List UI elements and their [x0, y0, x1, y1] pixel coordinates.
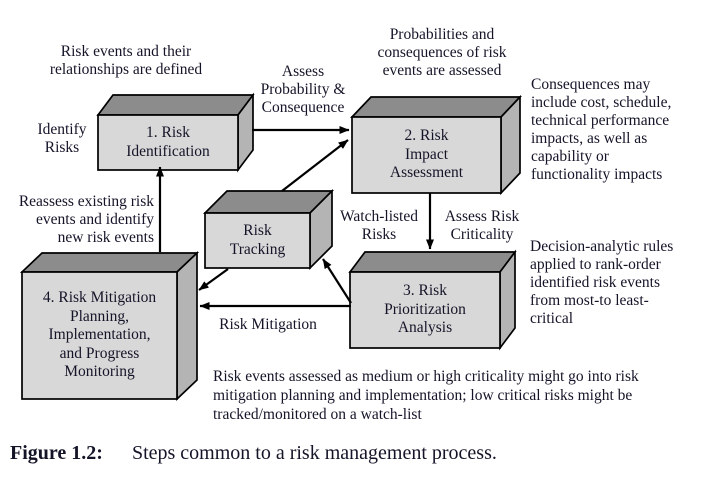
box3-label: 3. Risk Prioritization Analysis: [384, 282, 466, 337]
annotation-events-assessed: Probabilities and consequences of risk e…: [377, 26, 507, 79]
arrow-prioritization-to-tracking: [322, 258, 352, 304]
box1-front-face: [97, 114, 239, 171]
annotation-assess-probability: Assess Probability & Consequence: [260, 63, 346, 116]
box-risk-impact-assessment: [350, 94, 522, 196]
annotation-watch-listed: Watch-listed Risks: [340, 208, 418, 243]
annotation-events-defined: Risk events and their relationships are …: [49, 43, 203, 78]
tracking-front-face: [204, 212, 311, 269]
figure-caption-text: Steps common to a risk management proces…: [131, 442, 497, 464]
box4-side-face: [176, 251, 198, 401]
annotation-identify-risks: Identify Risks: [37, 121, 87, 156]
figure-caption: Figure 1.2: Steps common to a risk manage…: [10, 442, 497, 465]
box3-top-face: [348, 251, 517, 273]
annotation-consequences-note: Consequences may include cost, schedule,…: [531, 76, 672, 183]
box-risk-prioritization: [348, 249, 517, 351]
annotation-reassess: Reassess existing risk events and identi…: [18, 193, 154, 246]
box1-label: 1. Risk Identification: [126, 124, 210, 160]
box1-top-face: [96, 94, 255, 116]
box4-front-face: [21, 271, 178, 400]
arrow-tracking-to-impact: [281, 139, 349, 192]
box-risk-mitigation: [19, 251, 200, 401]
figure-caption-label: Figure 1.2:: [10, 442, 103, 464]
annotation-bottom-note: Risk events assessed as medium or high c…: [213, 368, 639, 423]
box2-label: 2. Risk Impact Assessment: [389, 127, 464, 182]
box2-front-face: [351, 116, 502, 194]
tracking-label: Risk Tracking: [229, 222, 286, 258]
annotation-assess-criticality: Assess Risk Criticality: [444, 208, 520, 243]
annotation-decision-note: Decision-analytic rules applied to rank-…: [530, 238, 674, 327]
box3-front-face: [349, 271, 501, 349]
box4-label: 4. Risk Mitigation Planning, Implementat…: [42, 289, 157, 381]
box-risk-tracking: [202, 188, 335, 271]
box4-top-face: [19, 252, 200, 273]
annotation-risk-mitigation: Risk Mitigation: [219, 316, 317, 333]
arrow-tracking-to-mitigation: [198, 268, 229, 291]
box-risk-identification: [96, 92, 255, 173]
box2-top-face: [350, 96, 522, 118]
